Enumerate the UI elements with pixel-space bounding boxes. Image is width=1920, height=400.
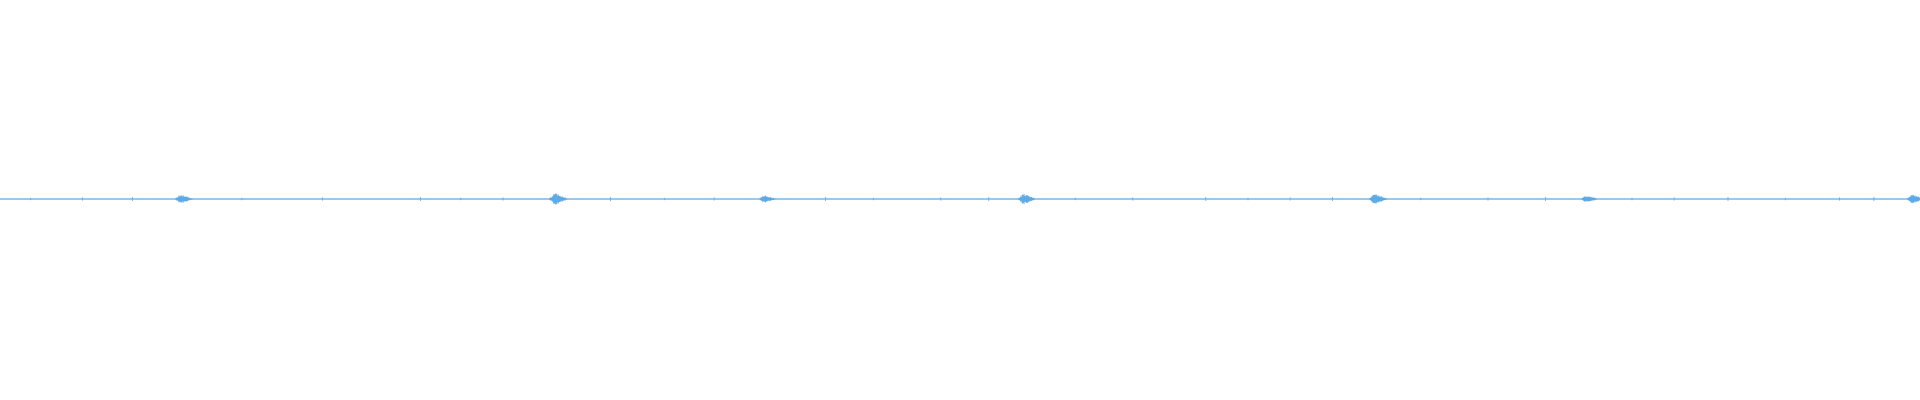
- waveform-burst: [1906, 194, 1920, 204]
- waveform-ticks: [30, 197, 1875, 201]
- waveform-burst: [175, 195, 193, 203]
- waveform-burst: [1018, 193, 1036, 205]
- waveform-burst: [758, 195, 776, 203]
- waveform-burst: [1369, 194, 1387, 204]
- waveform-burst: [1581, 196, 1597, 202]
- waveform-bursts: [175, 193, 1920, 205]
- waveform-burst: [548, 193, 568, 205]
